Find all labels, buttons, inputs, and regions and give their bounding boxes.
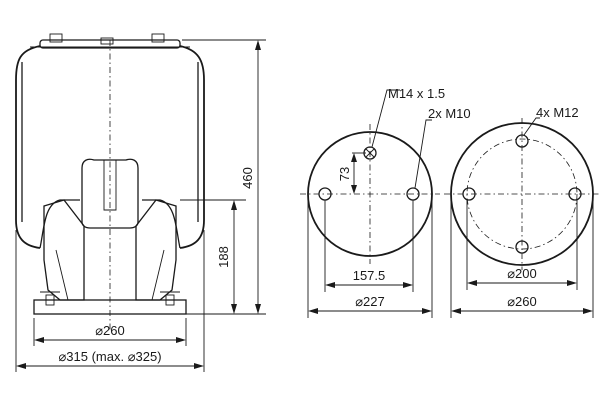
diameter-bellow-label: ⌀315 (max. ⌀325) xyxy=(58,349,161,364)
dimension-offset: 73 xyxy=(337,152,366,194)
dimension-height-mount: 188 xyxy=(180,199,246,314)
dimension-bolt-circle: ⌀200 xyxy=(466,200,578,290)
dimension-diameter-bellow: ⌀315 (max. ⌀325) xyxy=(15,230,205,372)
bolt-m12-label: 4x M12 xyxy=(536,105,579,120)
bellow-outline xyxy=(15,45,205,249)
offset-label: 73 xyxy=(337,167,352,181)
diameter-piston-label: ⌀260 xyxy=(95,323,125,338)
height-mount-label: 188 xyxy=(216,246,231,268)
bolt-m12-bottom xyxy=(515,240,529,254)
bolt-m12-right xyxy=(568,187,582,201)
height-total-label: 460 xyxy=(240,167,255,189)
bottom-plate-view: 4x M12 ⌀200 ⌀260 xyxy=(444,105,600,318)
bolt-m12-left xyxy=(462,187,476,201)
dimension-bolt-spacing: 157.5 xyxy=(324,200,414,292)
rolling-lobe xyxy=(39,199,181,249)
bolt-spacing-label: 157.5 xyxy=(353,268,386,283)
dimension-bottom-diameter: ⌀260 xyxy=(450,200,594,318)
side-view-air-spring: 460 188 ⌀260 ⌀315 (max. ⌀325) xyxy=(15,33,266,372)
bolt-m12-top xyxy=(515,134,529,148)
bolt-m14-label: M14 x 1.5 xyxy=(388,86,445,101)
top-plate-view: M14 x 1.5 2x M10 73 157.5 ⌀ xyxy=(300,86,471,318)
bolt-circle-label: ⌀200 xyxy=(507,266,537,281)
dimension-height-total: 460 xyxy=(182,39,266,315)
inner-buffer xyxy=(81,158,139,229)
top-diameter-label: ⌀227 xyxy=(355,294,385,309)
dimension-top-diameter: ⌀227 xyxy=(307,200,433,318)
bolt-m10-label: 2x M10 xyxy=(428,106,471,121)
bottom-diameter-label: ⌀260 xyxy=(507,294,537,309)
dimension-diameter-piston: ⌀260 xyxy=(33,318,187,346)
